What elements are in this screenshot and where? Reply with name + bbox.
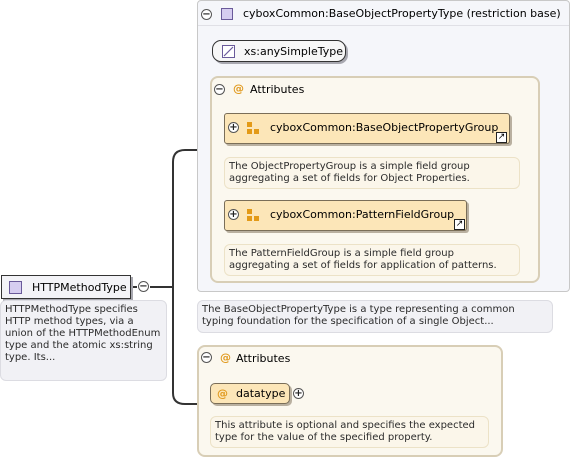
attribute-group-icon: [247, 122, 260, 135]
simple-base-box[interactable]: xs:anySimpleType: [212, 40, 346, 62]
attribute-group-doc-text: The PatternFieldGroup is a simple field …: [229, 248, 497, 271]
collapse-icon: −: [202, 8, 211, 20]
attribute-group-name: cyboxCommon:PatternFieldGroup: [270, 208, 455, 221]
expand-icon: +: [229, 208, 238, 220]
attributes-label: Attributes: [236, 352, 291, 365]
base-type-title: cyboxCommon:BaseObjectPropertyType (rest…: [243, 7, 561, 20]
attribute-group-box[interactable]: [224, 200, 467, 231]
attribute-datatype-name: datatype: [236, 387, 286, 400]
root-type-name: HTTPMethodType: [32, 280, 127, 294]
complex-type-icon: [221, 8, 233, 20]
attribute-datatype-box[interactable]: @ datatype: [210, 383, 290, 404]
expand-icon: +: [229, 121, 238, 133]
attribute-datatype-doc-text: This attribute is optional and specifies…: [215, 420, 476, 443]
inherited-attributes-label: Attributes: [250, 83, 305, 96]
attribute-group-box[interactable]: [224, 113, 510, 144]
attribute-group-doc-text: The ObjectPropertyGroup is a simple fiel…: [229, 161, 470, 184]
attributes-icon: @: [233, 82, 244, 95]
attributes-collapse-toggle[interactable]: −: [201, 352, 212, 363]
connector-branch: [150, 149, 197, 405]
collapse-icon: −: [139, 280, 148, 292]
collapse-icon: −: [215, 83, 224, 95]
attribute-datatype-expand-toggle[interactable]: +: [293, 388, 304, 399]
attribute-datatype-doc: This attribute is optional and specifies…: [210, 416, 489, 448]
attribute-icon: @: [217, 387, 228, 400]
attribute-group-doc: The ObjectPropertyGroup is a simple fiel…: [224, 157, 520, 189]
complex-type-icon: [9, 280, 22, 294]
attribute-group-icon: [247, 209, 260, 222]
collapse-icon: −: [202, 351, 211, 363]
base-type-doc-text: The BaseObjectPropertyType is a type rep…: [202, 304, 515, 327]
external-link-icon[interactable]: ↗: [454, 219, 465, 230]
base-type-doc: The BaseObjectPropertyType is a type rep…: [197, 300, 553, 333]
expand-icon: +: [294, 387, 303, 399]
attribute-group-name: cyboxCommon:BaseObjectPropertyGroup: [270, 121, 499, 134]
base-type-collapse-toggle[interactable]: −: [201, 9, 212, 20]
root-collapse-toggle[interactable]: −: [138, 281, 149, 292]
attributes-icon: @: [220, 351, 231, 364]
inherited-attributes-collapse-toggle[interactable]: −: [214, 84, 225, 95]
base-type-header-divider: [198, 25, 569, 26]
root-type-doc-text: HTTPMethodType specifies HTTP method typ…: [5, 304, 161, 363]
attribute-group-expand-toggle[interactable]: +: [228, 122, 239, 133]
attribute-group-expand-toggle[interactable]: +: [228, 209, 239, 220]
external-link-icon[interactable]: ↗: [496, 132, 507, 143]
root-type-box[interactable]: HTTPMethodType: [1, 275, 131, 299]
root-type-doc: HTTPMethodType specifies HTTP method typ…: [0, 300, 167, 381]
simple-base-name: xs:anySimpleType: [244, 44, 343, 58]
attribute-group-doc: The PatternFieldGroup is a simple field …: [224, 244, 520, 276]
simple-type-icon: [222, 44, 235, 58]
